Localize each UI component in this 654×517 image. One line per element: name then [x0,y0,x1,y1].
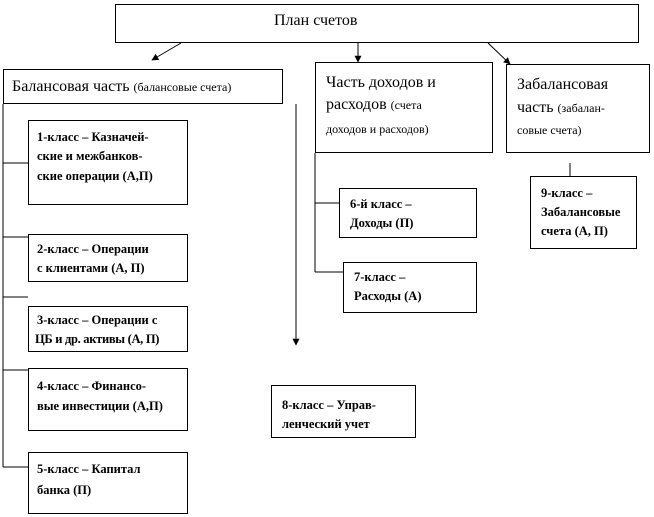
class-6-box: 6-й класс – Доходы (П) [339,188,477,238]
class-4-line2: вые инвестиции (А,П) [37,399,163,413]
balance-part-box: Балансовая часть (балансовые счета) [3,69,283,104]
class-3-line2: ЦБ и др. активы (А, П) [35,332,160,346]
offbalance-part-box: Забалансовая часть (забалан- совые счета… [506,64,650,153]
class-6-line1: 6-й класс – [350,197,412,211]
arrow-to-offbalance [487,42,511,65]
class-8-box: 8-класс – Управ- ленческий учет [271,385,416,438]
class-1-line2: ские и межбанков- [37,149,143,163]
income-line1: Часть доходов и [326,74,436,91]
class-2-line2: с клиентами (А, П) [37,261,145,275]
class-8-line2: ленческий учет [282,417,370,431]
arrow-to-balance [151,42,182,61]
class-5-box: 5-класс – Капитал банка (П) [28,452,188,514]
class-1-box: 1-класс – Казначей- ские и межбанков- ск… [28,120,188,205]
class-4-line1: 4-класс – Финансо- [37,379,147,393]
class-2-box: 2-класс – Операции с клиентами (А, П) [28,234,188,282]
class-9-line3: счета (А, П) [541,224,608,238]
class-7-line2: Расходы (А) [354,289,422,303]
income-line2: расходов (счета [326,96,422,113]
class-9-line1: 9-класс – [541,186,593,200]
offbalance-line2: часть (забалан- [517,99,605,116]
balance-part-label: Балансовая часть (балансовые счета) [12,78,232,95]
class-3-line1: 3-класс – Операции с [37,313,158,327]
class-4-box: 4-класс – Финансо- вые инвестиции (А,П) [28,368,188,431]
class-2-line1: 2-класс – Операции [37,242,149,256]
class-6-line2: Доходы (П) [350,216,414,230]
class-5-line2: банка (П) [37,483,92,497]
class-8-line1: 8-класс – Управ- [282,398,376,412]
class-9-line2: Забалансовые [541,205,621,219]
class-1-line1: 1-класс – Казначей- [37,130,149,144]
class-1-line3: ские операции (А,П) [37,169,153,183]
class-7-box: 7-класс – Расходы (А) [343,262,477,313]
offbalance-line1: Забалансовая [517,76,609,93]
offbalance-line3: совые счета) [517,123,582,137]
income-line3: доходов и расходов) [326,122,429,136]
class-7-line1: 7-класс – [354,270,406,284]
class-3-box: 3-класс – Операции с ЦБ и др. активы (А,… [28,306,188,352]
class-5-line1: 5-класс – Капитал [37,462,141,476]
income-part-box: Часть доходов и расходов (счета доходов … [315,62,493,153]
class-9-box: 9-класс – Забалансовые счета (А, П) [530,176,637,249]
title-text: План счетов [274,12,358,29]
title-box: План счетов [115,4,639,43]
